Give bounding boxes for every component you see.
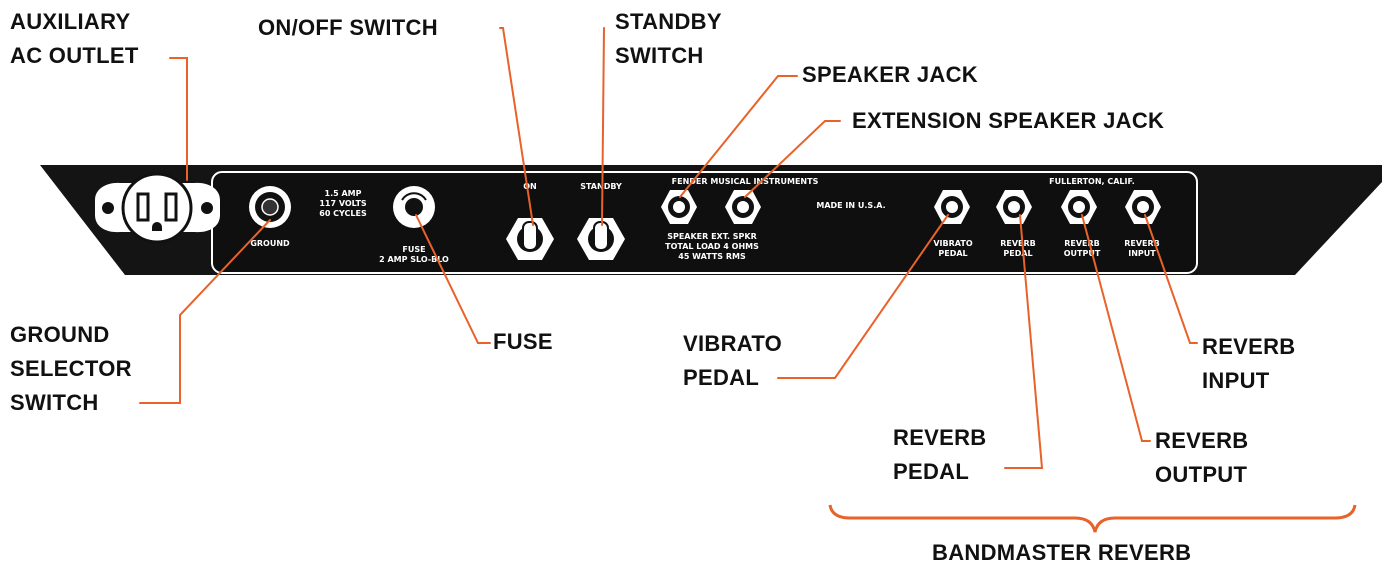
callout-onoff: ON/OFF SWITCH <box>258 11 438 45</box>
callout-aux-outlet: AUXILIARY AC OUTLET <box>10 5 139 73</box>
callout-standby: STANDBY SWITCH <box>615 5 722 73</box>
callout-standby-line-1: STANDBY <box>615 9 722 34</box>
callout-reverb-output-line-2: OUTPUT <box>1155 462 1248 487</box>
leader-fuse <box>415 214 491 344</box>
panel-label-reverb-input-1: REVERB <box>1124 239 1160 248</box>
callout-reverb-pedal: REVERB PEDAL <box>893 421 987 489</box>
panel-label-reverb-output-2: OUTPUT <box>1064 249 1101 258</box>
vibrato-pedal-jack <box>934 190 970 224</box>
panel-label-vibrato-2: PEDAL <box>938 249 967 258</box>
callout-aux-outlet-line-1: AUXILIARY <box>10 9 131 34</box>
callout-ext-speaker-jack-line-1: EXTENSION SPEAKER JACK <box>852 108 1165 133</box>
callout-fuse: FUSE <box>493 325 553 359</box>
panel-label-power-1: 1.5 AMP <box>325 189 362 198</box>
standby-toggle-switch <box>577 218 625 260</box>
leader-reverb-pedal <box>1004 214 1044 469</box>
callout-reverb-output: REVERB OUTPUT <box>1155 424 1249 492</box>
panel-label-maker: FENDER MUSICAL INSTRUMENTS <box>672 177 819 186</box>
panel-label-speaker-3: 45 WATTS RMS <box>678 252 746 261</box>
callout-reverb-pedal-line-2: PEDAL <box>893 459 970 484</box>
panel-label-standby: STANDBY <box>580 182 622 191</box>
panel-label-ground: GROUND <box>250 239 290 248</box>
callout-ground-selector: GROUND SELECTOR SWITCH <box>10 318 132 420</box>
ground-switch <box>249 186 291 228</box>
callout-reverb-input-line-2: INPUT <box>1202 368 1270 393</box>
on-toggle-switch <box>506 218 554 260</box>
speaker-jack <box>661 190 697 224</box>
callout-aux-outlet-line-2: AC OUTLET <box>10 43 139 68</box>
callout-model-line-1: BANDMASTER REVERB <box>932 540 1192 565</box>
reverb-pedal-jack <box>996 190 1032 224</box>
callout-ext-speaker-jack: EXTENSION SPEAKER JACK <box>852 104 1164 138</box>
callout-fuse-line-1: FUSE <box>493 329 553 354</box>
model-bracket <box>828 504 1357 533</box>
callout-reverb-pedal-line-1: REVERB <box>893 425 987 450</box>
panel-label-fuse-1: FUSE <box>402 245 425 254</box>
callout-onoff-line-1: ON/OFF SWITCH <box>258 15 438 40</box>
panel-label-speaker-2: TOTAL LOAD 4 OHMS <box>665 242 759 251</box>
leader-vibrato-pedal <box>777 214 949 379</box>
reverb-output-jack <box>1061 190 1097 224</box>
callout-ground-selector-line-3: SWITCH <box>10 390 99 415</box>
callout-vibrato-pedal-line-2: PEDAL <box>683 365 760 390</box>
callout-reverb-input-line-1: REVERB <box>1202 334 1296 359</box>
leader-reverb-input <box>1144 214 1198 344</box>
callout-vibrato-pedal: VIBRATO PEDAL <box>683 327 782 395</box>
callout-model: BANDMASTER REVERB <box>932 536 1191 570</box>
panel-label-power-2: 117 VOLTS <box>319 199 367 208</box>
fuse-holder <box>393 186 435 228</box>
callout-speaker-jack: SPEAKER JACK <box>802 58 978 92</box>
panel-label-fuse-2: 2 AMP SLO-BLO <box>379 255 449 264</box>
panel-label-reverb-pedal-1: REVERB <box>1000 239 1036 248</box>
leader-standby <box>601 27 605 226</box>
extension-speaker-jack <box>725 190 761 224</box>
panel-label-on: ON <box>523 182 537 191</box>
panel-label-reverb-output-1: REVERB <box>1064 239 1100 248</box>
panel-label-location: FULLERTON, CALIF. <box>1049 177 1135 186</box>
panel-label-made-in: MADE IN U.S.A. <box>816 201 885 210</box>
callout-speaker-jack-line-1: SPEAKER JACK <box>802 62 978 87</box>
leader-ground-selector <box>139 219 271 404</box>
callout-reverb-output-line-1: REVERB <box>1155 428 1249 453</box>
leader-onoff <box>499 27 534 226</box>
panel-label-reverb-input-2: INPUT <box>1128 249 1156 258</box>
callout-vibrato-pedal-line-1: VIBRATO <box>683 331 783 356</box>
panel-label-reverb-pedal-2: PEDAL <box>1003 249 1032 258</box>
callout-ground-selector-line-2: SELECTOR <box>10 356 132 381</box>
callout-reverb-input: REVERB INPUT <box>1202 330 1296 398</box>
leader-ext-speaker-jack <box>744 120 841 198</box>
leader-reverb-output <box>1081 214 1151 442</box>
ac-outlet <box>95 172 220 244</box>
callout-standby-line-2: SWITCH <box>615 43 704 68</box>
reverb-input-jack <box>1125 190 1161 224</box>
leader-speaker-jack <box>679 75 798 198</box>
panel-label-speaker-1: SPEAKER EXT. SPKR <box>667 232 757 241</box>
leader-aux-outlet <box>169 57 188 181</box>
panel-label-vibrato-1: VIBRATO <box>933 239 972 248</box>
panel-label-power-3: 60 CYCLES <box>319 209 367 218</box>
callout-ground-selector-line-1: GROUND <box>10 322 110 347</box>
